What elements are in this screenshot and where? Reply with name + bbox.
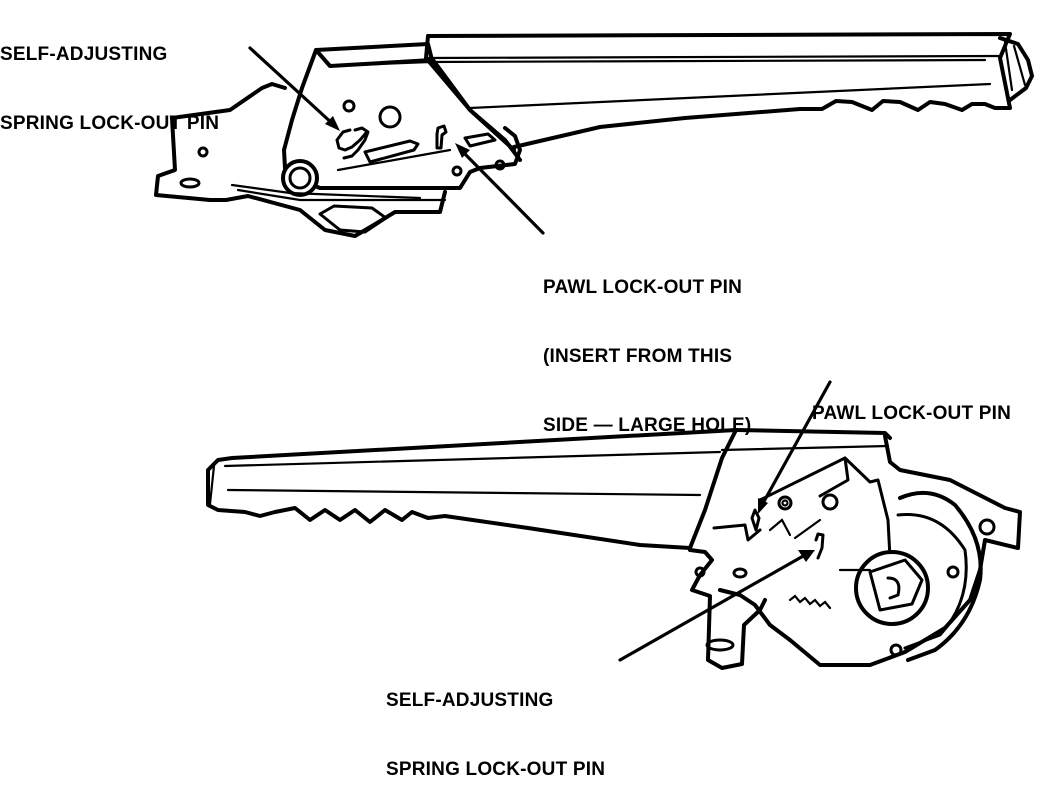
top-housing-plate: [281, 42, 522, 197]
top-handle-grip: [424, 32, 1034, 152]
bottom-pawl-arrowhead: [758, 498, 768, 514]
top-pawl-pin-label: PAWL LOCK-OUT PIN (INSERT FROM THIS SIDE…: [543, 230, 751, 460]
top-spring-lockout-pin: [335, 126, 370, 160]
brake-lever-diagram: [154, 32, 1034, 670]
top-spring-arrowhead: [325, 116, 340, 131]
bottom-housing-plate: [718, 434, 1022, 667]
top-spring-pin-label-line-1: SELF-ADJUSTING: [0, 44, 168, 65]
bottom-spring-arrowhead: [798, 550, 815, 562]
bottom-spring-pin-label-line-1: SELF-ADJUSTING: [386, 690, 554, 711]
top-spring-pin-label-line-2: SPRING LOCK-OUT PIN: [0, 113, 220, 134]
top-ratchet-sector: [318, 204, 388, 234]
top-spring-leader-line: [248, 46, 336, 127]
bottom-mounting-bracket: [688, 523, 767, 670]
top-pawl-pin-label-line-2: (INSERT FROM THIS: [543, 346, 733, 367]
top-lever-assembly: [154, 32, 1034, 238]
bottom-pawl-leader-line: [760, 380, 832, 507]
top-pawl-pin-label-line-1: PAWL LOCK-OUT PIN: [543, 277, 743, 298]
bottom-pawl-pin-label: PAWL LOCK-OUT PIN: [812, 356, 1011, 448]
bottom-spring-pin-label-line-2: SPRING LOCK-OUT PIN: [386, 759, 606, 780]
bottom-pawl-lockout-pin: [750, 508, 761, 532]
top-spring-pin-label: SELF-ADJUSTING SPRING LOCK-OUT PIN: [0, 0, 219, 158]
top-pawl-arrowhead: [455, 143, 470, 158]
bottom-pawl-pin-label-line-1: PAWL LOCK-OUT PIN: [812, 403, 1012, 424]
top-pawl-pin-label-line-3: SIDE — LARGE HOLE): [543, 415, 752, 436]
bottom-handle-grip: [206, 428, 892, 550]
bottom-spring-lockout-pin: [814, 532, 825, 560]
bottom-spring-pin-label: SELF-ADJUSTING SPRING LOCK-OUT PIN: [386, 643, 605, 804]
top-pawl-leader-line: [459, 148, 545, 235]
top-mounting-bracket: [154, 82, 447, 238]
bottom-spring-leader-line: [618, 553, 807, 662]
top-pawl-lockout-pin: [435, 124, 448, 150]
bottom-lever-assembly: [206, 428, 1022, 670]
